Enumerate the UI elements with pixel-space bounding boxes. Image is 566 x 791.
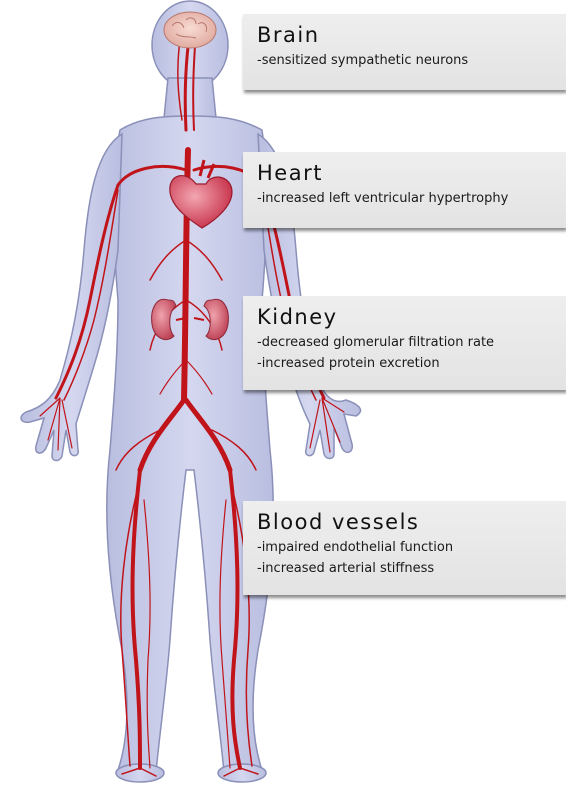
body-silhouette (21, 1, 360, 782)
callout-line: -sensitized sympathetic neurons (257, 50, 566, 71)
callout-line: -increased protein excretion (257, 353, 566, 374)
callout-line: -increased left ventricular hypertrophy (257, 188, 566, 209)
callout-blood-vessels: Blood vessels -impaired endothelial func… (243, 501, 566, 595)
brain-icon (164, 12, 216, 48)
callout-title: Brain (257, 22, 566, 48)
callout-title: Heart (257, 160, 566, 186)
callout-line: -increased arterial stiffness (257, 558, 566, 579)
callout-title: Kidney (257, 304, 566, 330)
callout-line: -impaired endothelial function (257, 537, 566, 558)
callout-kidney: Kidney -decreased glomerular filtration … (243, 296, 566, 390)
callout-brain: Brain -sensitized sympathetic neurons (243, 14, 566, 90)
callout-heart: Heart -increased left ventricular hypert… (243, 152, 566, 228)
callout-title: Blood vessels (257, 509, 566, 535)
callout-line: -decreased glomerular filtration rate (257, 332, 566, 353)
